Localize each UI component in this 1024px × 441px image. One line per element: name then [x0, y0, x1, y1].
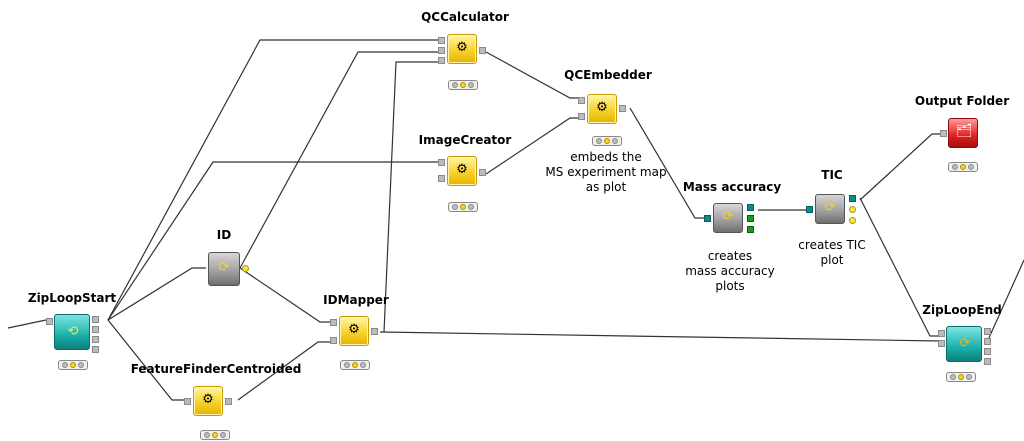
status-lights-featurefinder: [200, 430, 230, 440]
wire-in-to-start: [7, 319, 47, 329]
wire-id-to-idmapper: [239, 267, 332, 323]
wire-start-to-qccalculator-top: [107, 39, 440, 321]
id-node[interactable]: ⟳: [206, 252, 250, 286]
idmapper-node[interactable]: ⚙: [330, 316, 384, 350]
loop-arrows-icon: ⟳: [824, 200, 836, 215]
node-title-id: ID: [216, 228, 232, 242]
wire-start-to-imagecreator: [107, 161, 440, 321]
status-lights-qcembedder: [592, 136, 622, 146]
imagecreator-node[interactable]: ⚙: [438, 156, 492, 188]
wire-tic-to-zipend: [859, 197, 940, 337]
wire-tic-to-outputfolder: [859, 133, 942, 201]
loop-start-icon: ⟲: [67, 324, 79, 339]
node-description-tic: creates TIC plot: [798, 238, 866, 267]
gear-window-icon: ⚙: [348, 322, 360, 337]
qcembedder-node[interactable]: ⚙: [578, 94, 632, 126]
wire-qcembedder-to-massaccuracy: [629, 107, 706, 219]
gear-window-icon: ⚙: [202, 392, 214, 407]
featurefinder-node[interactable]: ⚙: [184, 386, 238, 418]
wire-idmapper-to-zipend: [379, 331, 941, 342]
loop-end-icon: ⟳: [959, 336, 971, 351]
qccalculator-node[interactable]: ⚙: [438, 34, 492, 74]
folder-icon: 🗂: [956, 124, 973, 139]
node-title-featurefinder: FeatureFinderCentroided: [130, 362, 302, 376]
loop-arrows-icon: ⟳: [722, 209, 734, 224]
wire-idmapper-to-qccalculator: [383, 61, 440, 333]
wire-featurefinder-to-idmapper: [237, 341, 332, 401]
node-description-massaccuracy: creates mass accuracy plots: [685, 249, 775, 293]
node-title-tic: TIC: [821, 168, 843, 182]
node-title-qcembedder: QCEmbedder: [564, 68, 652, 82]
node-title-ziploopstart: ZipLoopStart: [27, 291, 117, 305]
wire-start-to-featurefinder: [107, 319, 184, 401]
loop-arrows-icon: ⟳: [218, 260, 230, 275]
wire-zipend-out: [987, 259, 1024, 341]
wire-id-to-qccalculator: [239, 51, 440, 269]
status-lights-ziploopstart: [58, 360, 88, 370]
status-lights-imagecreator: [448, 202, 478, 212]
node-title-qccalculator: QCCalculator: [421, 10, 509, 24]
status-lights-outputfolder: [948, 162, 978, 172]
node-description-qcembedder: embeds the MS experiment map as plot: [545, 150, 667, 194]
gear-window-icon: ⚙: [596, 100, 608, 115]
massaccuracy-node[interactable]: ⟳: [704, 203, 760, 235]
wire-start-to-id: [107, 267, 206, 321]
ziploopstart-node[interactable]: ⟲: [46, 314, 100, 354]
outputfolder-node[interactable]: 🗂: [940, 118, 982, 150]
node-title-imagecreator: ImageCreator: [418, 133, 512, 147]
gear-window-icon: ⚙: [456, 162, 468, 177]
status-lights-idmapper: [340, 360, 370, 370]
tic-node[interactable]: ⟳: [806, 194, 862, 226]
gear-window-icon: ⚙: [456, 40, 468, 55]
ziploopend-node[interactable]: ⟳: [938, 326, 992, 366]
node-title-outputfolder: Output Folder: [914, 94, 1010, 108]
wire-qccalculator-to-qcembedder: [485, 51, 580, 99]
node-title-massaccuracy: Mass accuracy: [682, 180, 782, 194]
node-title-ziploopend: ZipLoopEnd: [922, 303, 1002, 317]
wire-imagecreator-to-qcembedder: [485, 117, 580, 175]
node-title-idmapper: IDMapper: [323, 293, 389, 307]
status-lights-ziploopend: [946, 372, 976, 382]
status-lights-qccalculator: [448, 80, 478, 90]
